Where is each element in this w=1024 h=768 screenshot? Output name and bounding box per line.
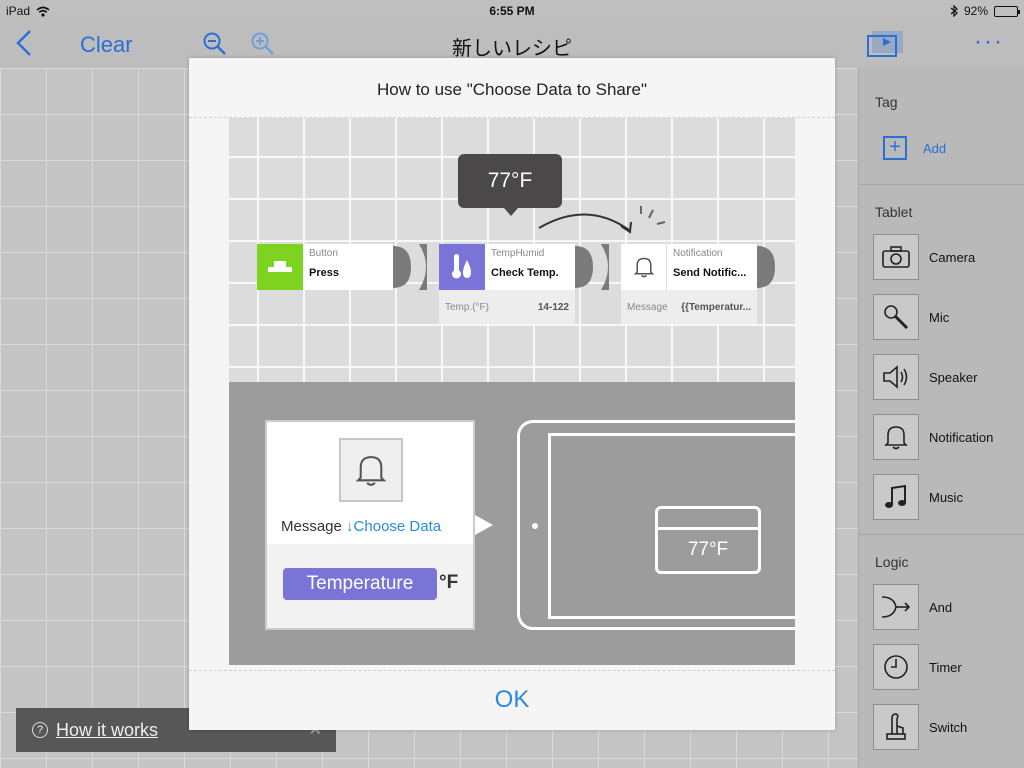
down-arrow-icon: ↓ xyxy=(346,518,354,535)
plus-icon: + xyxy=(883,136,907,160)
palette-label: Mic xyxy=(929,309,950,325)
home-button xyxy=(532,523,538,529)
notification-text: 77°F xyxy=(687,539,729,560)
message-label: Message xyxy=(281,518,342,535)
palette-label: Notification xyxy=(929,429,994,445)
merge-arrow-icon xyxy=(873,584,919,630)
help-modal: How to use "Choose Data to Share" 77°F B… xyxy=(189,58,835,730)
lever-switch-icon xyxy=(873,704,919,750)
palette-label: And xyxy=(929,599,953,615)
palette-item-music[interactable]: Music xyxy=(873,474,963,520)
illustration-recipe-area: 77°F Button Press xyxy=(229,118,795,382)
speaker-icon xyxy=(873,354,919,400)
zoom-in-icon[interactable] xyxy=(250,31,276,57)
clock-icon xyxy=(873,644,919,690)
palette-item-speaker[interactable]: Speaker xyxy=(873,354,977,400)
nav-bar: Clear 新しいレシピ ··· xyxy=(0,22,1024,68)
field-value: 14-122 xyxy=(537,301,569,313)
divider xyxy=(859,534,1024,535)
help-icon: ? xyxy=(32,722,48,738)
field-value: {{Temperatur... xyxy=(681,301,751,313)
connector-icon xyxy=(575,244,609,290)
mic-icon xyxy=(873,294,919,340)
selected-data-area: Temperature °F xyxy=(267,544,473,628)
camera-icon xyxy=(873,234,919,280)
block-palette-sidebar: Tag + Add Tablet Camera Mic Speaker Noti… xyxy=(858,68,1024,768)
tutorial-illustration: 77°F Button Press xyxy=(229,118,795,665)
thermometer-icon xyxy=(439,244,485,290)
field-label: Message xyxy=(627,301,668,313)
block-action: Press xyxy=(309,267,339,279)
divider xyxy=(859,184,1024,185)
more-button[interactable]: ··· xyxy=(974,28,1004,55)
palette-label: Camera xyxy=(929,249,976,265)
pointer-arrow xyxy=(475,515,493,535)
palette-item-mic[interactable]: Mic xyxy=(873,294,949,340)
message-line: Message ↓Choose Data xyxy=(281,518,441,535)
palette-item-timer[interactable]: Timer xyxy=(873,644,962,690)
bell-icon xyxy=(873,414,919,460)
temp-range-field: Temp.(°F) 14-122 xyxy=(439,290,575,324)
palette-item-camera[interactable]: Camera xyxy=(873,234,975,280)
message-setting-card: Message ↓Choose Data Temperature °F xyxy=(265,420,493,630)
palette-item-switch[interactable]: Switch xyxy=(873,704,967,750)
slideshow-icon[interactable] xyxy=(866,30,904,60)
modal-title: How to use "Choose Data to Share" xyxy=(376,80,648,99)
palette-label: Switch xyxy=(929,719,968,735)
push-button-icon xyxy=(257,244,303,290)
ipad-illustration: 77°F xyxy=(517,420,795,630)
chevron-left-icon xyxy=(16,30,31,56)
device-name: iPad xyxy=(6,4,31,18)
how-it-works-link[interactable]: How it works xyxy=(56,719,159,740)
add-tag-label: Add xyxy=(923,140,947,156)
block-category: Notification xyxy=(673,248,723,259)
ipad-screen: 77°F xyxy=(548,433,795,619)
button-block: Button Press xyxy=(257,244,393,290)
temperature-tooltip: 77°F xyxy=(458,154,562,216)
curved-arrow-icon xyxy=(538,206,666,234)
notification-block: Notification Send Notific... xyxy=(621,244,757,290)
add-tag-button[interactable]: + Add xyxy=(883,136,946,160)
block-action: Check Temp. xyxy=(491,267,559,279)
notification-popup: 77°F xyxy=(655,506,761,574)
palette-label: Speaker xyxy=(929,369,978,385)
palette-item-notification[interactable]: Notification xyxy=(873,414,993,460)
message-field: Message {{Temperatur... xyxy=(621,290,757,324)
connector-icon xyxy=(393,244,427,290)
temphumid-block: TempHumid Check Temp. xyxy=(439,244,575,290)
block-category: TempHumid xyxy=(491,248,545,259)
back-button[interactable] xyxy=(14,28,34,65)
bell-icon xyxy=(339,438,403,502)
wifi-icon xyxy=(36,6,50,17)
ok-button[interactable]: OK xyxy=(494,686,530,713)
status-bar: iPad 6:55 PM 92% xyxy=(0,0,1024,22)
status-time: 6:55 PM xyxy=(489,4,535,18)
battery-icon xyxy=(994,5,1020,17)
clear-button[interactable]: Clear xyxy=(80,32,133,57)
block-action: Send Notific... xyxy=(673,267,747,279)
section-tablet: Tablet xyxy=(875,204,913,220)
section-logic: Logic xyxy=(875,554,909,570)
battery-percent: 92% xyxy=(963,4,988,18)
divider xyxy=(189,117,835,118)
palette-item-and[interactable]: And xyxy=(873,584,952,630)
field-label: Temp.(°F) xyxy=(445,301,489,313)
unit-label: °F xyxy=(439,572,459,593)
divider xyxy=(189,670,835,671)
connector-icon xyxy=(757,246,775,288)
temperature-chip: Temperature xyxy=(283,568,437,600)
choose-data-link: Choose Data xyxy=(353,518,442,535)
section-tag: Tag xyxy=(875,94,898,110)
bluetooth-icon xyxy=(950,5,958,17)
bell-icon xyxy=(621,244,667,290)
music-note-icon xyxy=(873,474,919,520)
block-category: Button xyxy=(309,248,338,259)
palette-label: Music xyxy=(929,489,963,505)
palette-label: Timer xyxy=(929,659,962,675)
zoom-out-icon[interactable] xyxy=(202,31,228,57)
illustration-detail-area: Message ↓Choose Data Temperature °F 77°F xyxy=(229,382,795,665)
divider xyxy=(658,527,758,530)
